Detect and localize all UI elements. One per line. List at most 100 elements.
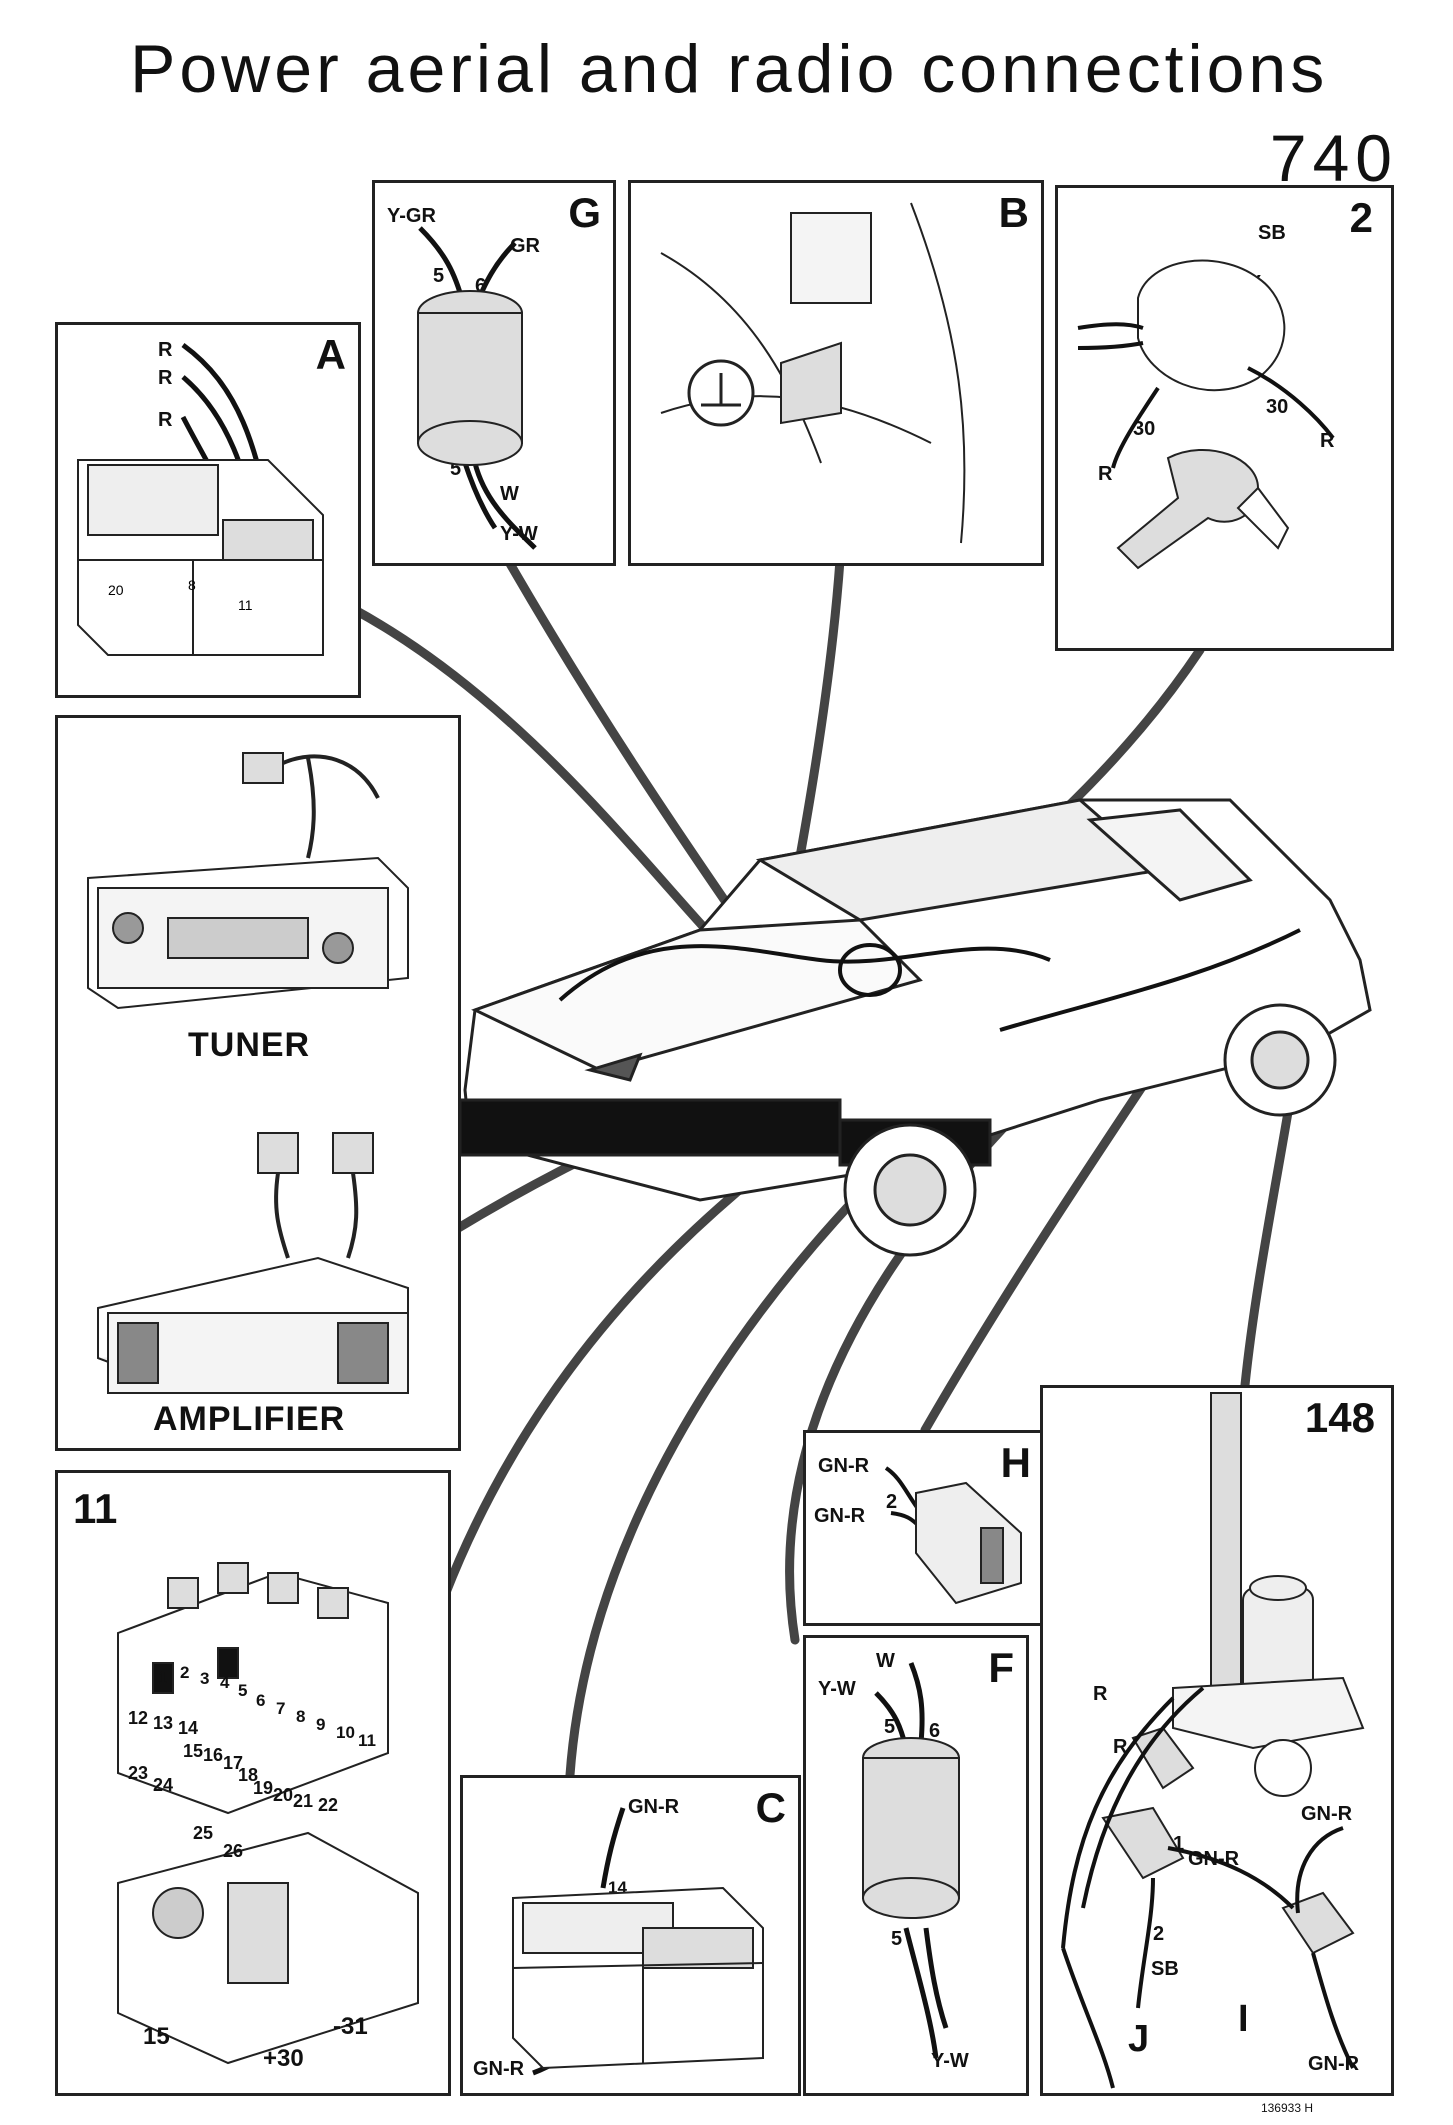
fuse-number: 14 — [178, 1718, 199, 1738]
panel-11: 11 12 13 14 15 16 17 18 19 20 21 22 23 2… — [55, 1470, 451, 2096]
connector-block-a: 20 8 11 — [77, 342, 324, 656]
panel-11-label: 11 — [73, 1485, 118, 1532]
panel-a-label: A — [315, 331, 346, 378]
fuse-number: 19 — [253, 1778, 274, 1798]
pin-number: 5 — [884, 1716, 896, 1738]
fuse-number: 26 — [223, 1841, 244, 1861]
panel-2: 2 SB X 30 30 R R — [1055, 185, 1394, 651]
panel-g-label: G — [568, 189, 601, 236]
ignition-switch-illustration — [1077, 259, 1335, 570]
wire-label: SB — [1151, 1958, 1179, 1980]
wire-label: SB — [1258, 222, 1286, 244]
leader-h — [920, 1055, 1165, 1435]
page-title: Power aerial and radio connections — [130, 31, 1329, 107]
panel-148: 148 R R GN-R GN-R SB 1 2 J I GN-R — [1040, 1385, 1394, 2096]
fuse-number: 16 — [203, 1745, 224, 1765]
model-number: 740 — [1269, 121, 1398, 195]
wire-label: R — [1113, 1736, 1128, 1758]
wire-label: R — [1093, 1683, 1108, 1705]
panel-f: F W Y-W Y-W 5 6 5 — [803, 1635, 1029, 2096]
figure-reference: 136933 H — [1260, 2101, 1313, 2115]
wire-label: W — [500, 483, 519, 505]
wire-label: Y-W — [931, 2050, 969, 2072]
wire-label: R — [158, 339, 173, 361]
fuse-number: 21 — [293, 1791, 314, 1811]
svg-text:11: 11 — [238, 597, 253, 613]
amplifier-caption: AMPLIFIER — [153, 1400, 346, 1438]
connector-label: J — [1128, 2018, 1150, 2060]
panel-h: H GN-R GN-R 2 — [803, 1430, 1046, 1626]
fuse-number: 8 — [296, 1707, 306, 1726]
wire-label: R — [158, 367, 173, 389]
terminal-label: +30 — [263, 2045, 304, 2072]
wire-label: Y-W — [818, 1678, 856, 1700]
fuse-number: 4 — [220, 1673, 230, 1692]
panel-2-label: 2 — [1349, 194, 1373, 241]
pin-number: 5 — [450, 458, 462, 480]
fuse-number: 5 — [238, 1681, 248, 1700]
svg-text:20: 20 — [108, 582, 124, 598]
panel-g: G Y-GR GR W Y-W 5 6 5 6 — [372, 180, 616, 566]
fuse-number: 22 — [318, 1795, 339, 1815]
fuse-number: 3 — [200, 1669, 210, 1688]
svg-text:8: 8 — [188, 577, 196, 593]
fuse-number: 17 — [223, 1753, 244, 1773]
wire-label: GN-R — [818, 1455, 870, 1477]
fuse-number: 6 — [256, 1691, 266, 1710]
connector-label: I — [1238, 1998, 1249, 2040]
leader-g — [500, 550, 750, 935]
power-aerial-motor-illustration — [1061, 1392, 1365, 2089]
fuse-number: 1 — [158, 1668, 168, 1687]
wire-label: R — [1098, 463, 1113, 485]
connector-block-c — [512, 1807, 764, 2076]
tuner-caption: TUNER — [188, 1026, 311, 1064]
panel-radio: TUNER AMPLIFIER — [55, 715, 461, 1451]
panel-b-label: B — [998, 189, 1029, 236]
pin-number: 5 — [891, 1928, 903, 1950]
pin-number: 5 — [433, 265, 445, 287]
connector-h — [884, 1466, 1022, 1605]
fuse-number: 18 — [238, 1765, 259, 1785]
wire-label: GR — [510, 235, 540, 257]
wire-label: GN-R — [1301, 1803, 1353, 1825]
wire-label: GN-R — [473, 2058, 525, 2080]
panel-a: A R R R 9 8 11 20 8 11 — [55, 322, 361, 698]
panel-c: C GN-R GN-R 14 20 8 14 11 — [460, 1775, 801, 2096]
fuse-number: 15 — [183, 1741, 204, 1761]
fuse-number: 13 — [153, 1713, 174, 1733]
pin-number: 6 — [475, 275, 487, 297]
wire-label: W — [876, 1650, 895, 1672]
round-connector-f — [862, 1662, 960, 2059]
panel-b: B — [628, 180, 1044, 566]
fuse-number: 20 — [273, 1785, 294, 1805]
fuse-number: 7 — [276, 1699, 286, 1718]
fuse-box-illustration — [117, 1562, 419, 2065]
panel-148-label: 148 — [1304, 1394, 1375, 1441]
panel-f-label: F — [988, 1644, 1014, 1691]
wire-label: GN-R — [814, 1505, 866, 1527]
pin-number: 1 — [1173, 1833, 1185, 1855]
fuse-number: 10 — [336, 1723, 355, 1742]
round-connector-g — [417, 226, 537, 550]
pin-number: 2 — [1153, 1923, 1165, 1945]
wire-label: 30 — [1266, 396, 1289, 418]
fuse-number: 24 — [153, 1775, 174, 1795]
panel-c-label: C — [755, 1784, 786, 1831]
wire-label: GN-R — [628, 1796, 680, 1818]
terminal-label: 15 — [143, 2023, 170, 2050]
fuse-number: 9 — [316, 1715, 326, 1734]
fuse-number: 23 — [128, 1763, 149, 1783]
radio-components-illustration — [87, 752, 409, 1394]
ground-point-illustration — [660, 202, 966, 544]
fuse-number: 25 — [193, 1823, 214, 1843]
fuse-number: 2 — [180, 1663, 190, 1682]
pin-number: 6 — [929, 1720, 941, 1742]
terminal-label: -31 — [333, 2013, 368, 2040]
wire-label: Y-GR — [387, 205, 436, 227]
fuse-number: 12 — [128, 1708, 149, 1728]
wire-label: R — [158, 409, 173, 431]
leader-a — [350, 605, 725, 950]
fuse-number: 11 — [358, 1731, 376, 1750]
panel-h-label: H — [1000, 1439, 1031, 1486]
